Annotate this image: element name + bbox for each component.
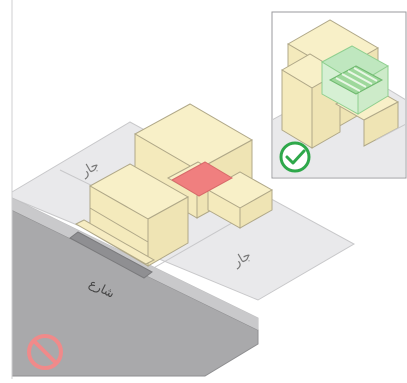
prohibited-icon [27,334,63,370]
check-circle-icon [279,141,311,173]
courtyard-red [170,161,234,197]
building-base-strip [69,231,153,279]
building-mass [88,103,274,267]
inset-panel [271,11,407,179]
front-canopy [74,219,156,265]
main-illustration: جار جار شارع [11,0,356,379]
